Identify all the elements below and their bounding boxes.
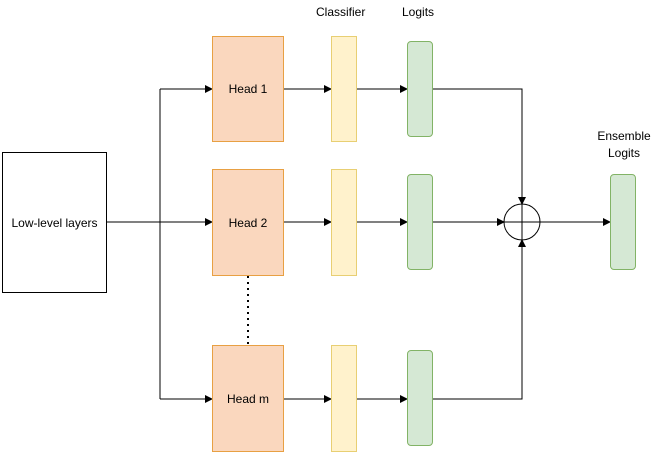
ensemble-logits-label: Ensemble Logits [592,129,656,160]
head-1-label: Head 1 [228,82,268,96]
head-2-block: Head 2 [212,169,284,276]
logits-column-label: Logits [402,5,435,19]
ensemble-logits-block [610,174,636,270]
low-level-layers-block: Low-level layers [2,152,107,293]
ensemble-label-line1: Ensemble [597,129,651,143]
classifier-2-block [331,169,357,276]
classifier-column-label: Classifier [316,5,366,19]
classifier-1-block [331,36,357,142]
logits-1-block [407,41,433,137]
head-m-label: Head m [226,391,270,406]
logits-m-block [407,350,433,446]
head-2-label: Head 2 [228,215,268,230]
head-1-block: Head 1 [212,36,284,142]
logits-2-block [407,174,433,270]
classifier-m-block [331,345,357,452]
head-m-block: Head m [212,345,284,452]
circled-plus-icon [503,203,541,241]
low-level-layers-label: Low-level layers [11,215,98,230]
ensemble-label-line2: Logits [607,146,641,160]
